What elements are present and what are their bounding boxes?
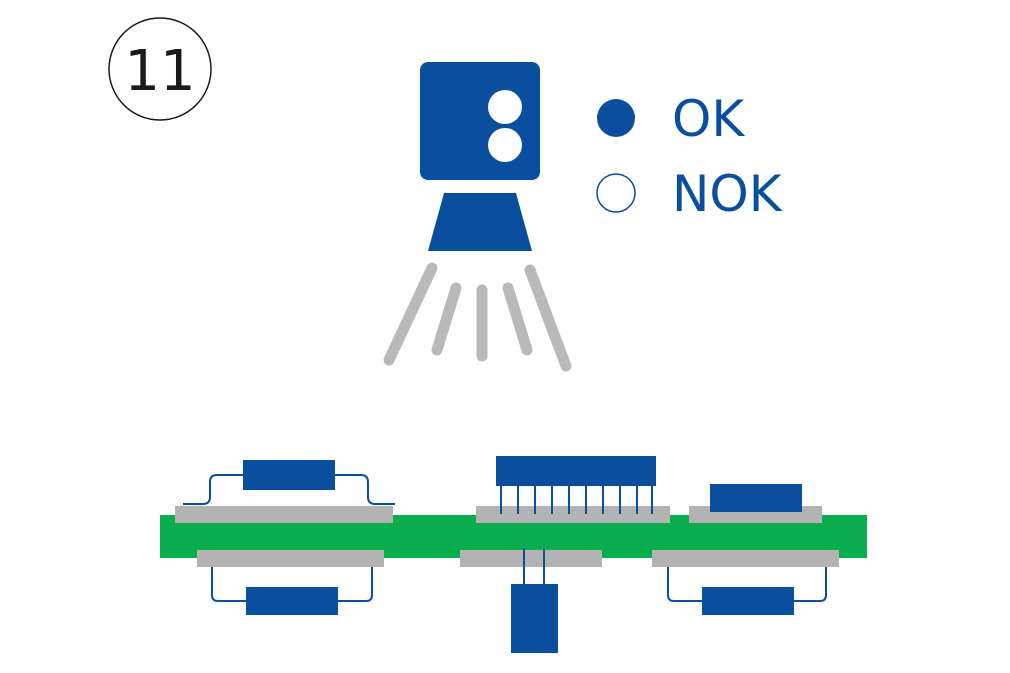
component-lead-left	[211, 567, 246, 602]
light-beam	[431, 282, 462, 356]
component-lead-left	[667, 567, 702, 602]
component-top-left	[183, 460, 395, 505]
component-bottom-right	[667, 567, 827, 615]
component-pins	[500, 486, 653, 514]
camera-lens-lower	[488, 128, 522, 162]
component-lead-right	[335, 474, 395, 505]
bottom-pad-left	[197, 550, 384, 567]
light-beam	[502, 282, 533, 356]
legend: OK NOK	[596, 90, 783, 223]
component-top-center	[496, 456, 656, 514]
component-lead-right	[794, 567, 827, 602]
component-bottom-left	[211, 567, 373, 615]
nok-label: NOK	[672, 165, 783, 223]
bottom-pad-right	[652, 550, 839, 567]
component-body	[702, 587, 794, 615]
top-pad-center	[476, 506, 670, 523]
camera-body	[420, 62, 540, 180]
component-lead-right	[338, 567, 373, 602]
top-pad-left	[175, 506, 393, 523]
component-lead-left	[183, 474, 243, 505]
camera-objective	[428, 193, 532, 251]
nok-indicator-icon	[596, 173, 636, 213]
bottom-pad-center	[460, 550, 602, 567]
light-beam	[524, 264, 572, 372]
light-beam	[383, 262, 438, 366]
component-bottom-center	[511, 548, 558, 653]
component-body	[243, 460, 335, 490]
pcb-board-icon	[160, 456, 867, 653]
component-body	[511, 584, 558, 653]
component-body	[246, 587, 338, 615]
component-body	[496, 456, 656, 486]
inspection-camera-icon	[420, 62, 540, 251]
component-top-right	[710, 484, 802, 512]
ok-indicator-icon	[597, 99, 635, 137]
step-badge: 11	[108, 17, 212, 121]
step-number: 11	[124, 39, 195, 104]
step-badge-circle	[108, 17, 212, 121]
camera-lens-upper	[488, 90, 522, 124]
ok-label: OK	[672, 90, 745, 148]
light-beam-icon	[383, 262, 572, 372]
